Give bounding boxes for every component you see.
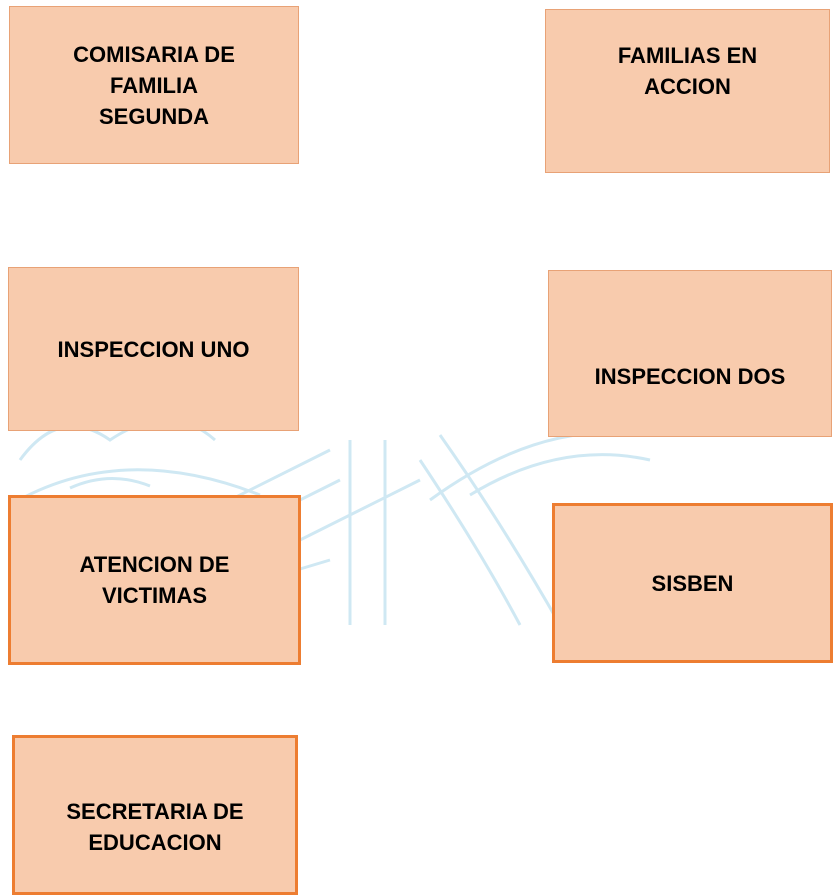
node-sisben: SISBEN [552,503,833,663]
node-label-line: FAMILIAS EN [617,43,758,68]
node-atencion-de-victimas: ATENCION DE VICTIMAS [8,495,301,665]
node-label: INSPECCION UNO [58,334,250,365]
node-label-line: SISBEN [651,570,734,596]
node-label-line: COMISARIA DE [73,41,235,67]
node-secretaria-de-educacion: SECRETARIA DE EDUCACION [12,735,298,895]
node-label-line: VICTIMAS [101,583,208,608]
node-label-line: FAMILIA [110,72,198,98]
node-label: COMISARIA DE FAMILIA SEGUNDA [73,39,235,132]
node-label-line: ATENCION DE [79,552,230,577]
node-label: INSPECCION DOS [595,361,786,392]
node-inspeccion-uno: INSPECCION UNO [8,267,299,431]
node-label: SECRETARIA DE EDUCACION [66,796,243,858]
node-label-line: ACCION [644,74,731,99]
node-label: ATENCION DE VICTIMAS [80,549,230,611]
node-familias-en-accion: FAMILIAS EN ACCION [545,9,830,173]
node-comisaria-de-familia-segunda: COMISARIA DE FAMILIA SEGUNDA [9,6,299,164]
node-label-line: SEGUNDA [98,103,209,129]
node-label-line: INSPECCION DOS [594,364,786,389]
node-label-line: EDUCACION [88,830,222,855]
node-label: SISBEN [652,568,734,599]
node-inspeccion-dos: INSPECCION DOS [548,270,832,437]
node-label-line: SECRETARIA DE [66,799,244,824]
node-label: FAMILIAS EN ACCION [618,40,757,102]
node-label-line: INSPECCION UNO [57,336,250,362]
